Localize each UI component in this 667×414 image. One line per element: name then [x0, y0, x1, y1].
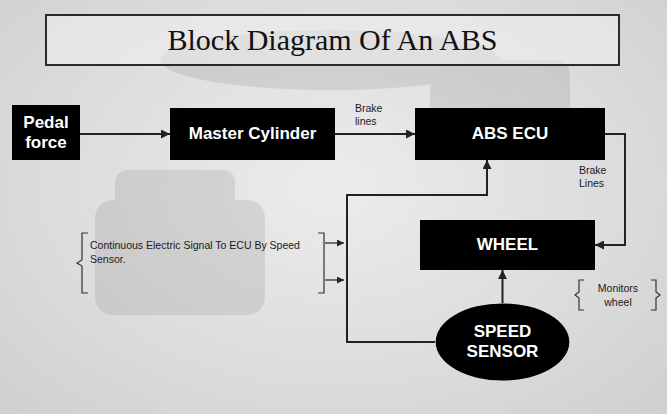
right-brace	[651, 280, 660, 310]
node-label: ABS ECU	[472, 124, 549, 144]
sensor-ellipse: SPEED SENSOR	[435, 303, 570, 381]
connector-line	[502, 270, 504, 303]
signal-note: Continuous Electric Signal To ECU By Spe…	[90, 238, 320, 266]
monitor-note: Monitors wheel	[585, 281, 651, 309]
edge-label: Brake lines	[355, 102, 395, 128]
node-label: WHEEL	[477, 235, 538, 255]
left-bracket	[77, 233, 88, 293]
connector-line	[80, 133, 170, 135]
node-label: SPEED SENSOR	[458, 322, 548, 361]
controller-box: ABS ECU	[415, 108, 605, 160]
right-bracket	[318, 233, 324, 293]
process-box: Master Cylinder	[170, 108, 335, 160]
connector-line	[335, 133, 415, 135]
left-brace	[575, 280, 584, 310]
node-label: Master Cylinder	[189, 124, 317, 144]
diagram-title: Block Diagram Of An ABS	[168, 23, 498, 57]
edge-label: Brake Lines	[579, 164, 619, 190]
signal-pointer	[325, 242, 344, 243]
input-box: Pedal force	[12, 105, 80, 160]
wheel-box: WHEEL	[420, 220, 595, 270]
title-box: Block Diagram Of An ABS	[45, 14, 620, 66]
signal-pointer	[325, 279, 344, 280]
node-label: Pedal force	[19, 113, 73, 152]
